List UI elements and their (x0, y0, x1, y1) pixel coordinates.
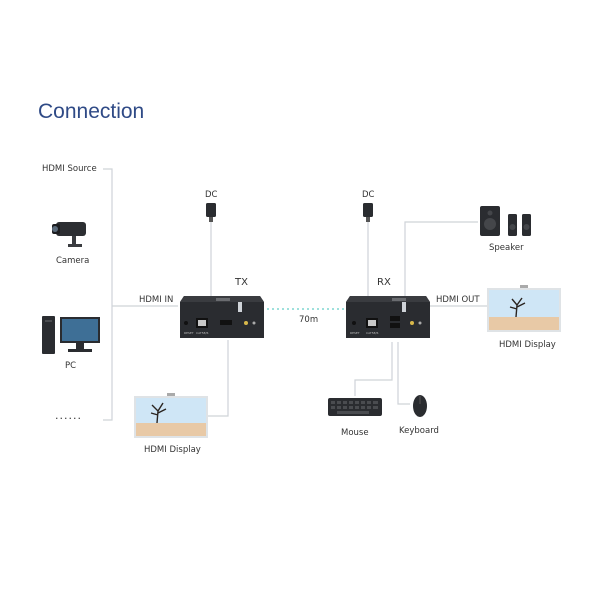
pc-icon (42, 316, 100, 354)
hdmi-source-label: HDMI Source (42, 164, 97, 174)
svg-text:CAT5E/6: CAT5E/6 (366, 331, 379, 335)
hdmi-display-left-label: HDMI Display (144, 445, 201, 455)
distance-label: 70m (299, 315, 319, 325)
dc-plug-icon (206, 203, 216, 222)
tx-label: TX (235, 277, 248, 288)
dc-rx-label: DC (362, 190, 375, 200)
speaker-label: Speaker (489, 243, 524, 253)
svg-text:RESET: RESET (350, 331, 360, 335)
camera-icon (52, 222, 86, 247)
hdmi-in-label: HDMI IN (139, 295, 174, 305)
page-title: Connection (38, 100, 145, 123)
rx-extender-device: RESET CAT5E/6 (346, 296, 430, 338)
dc-tx-label: DC (205, 190, 218, 200)
mouse-label: Mouse (341, 428, 369, 438)
svg-text:RESET: RESET (184, 331, 194, 335)
hdmi-display-right-label: HDMI Display (499, 340, 556, 350)
speaker-icon (480, 206, 531, 236)
rx-label: RX (377, 277, 391, 288)
hdmi-out-label: HDMI OUT (436, 295, 480, 305)
camera-label: Camera (56, 256, 90, 266)
pc-label: PC (65, 361, 77, 371)
tx-extender-device: RESET CAT5E/6 (180, 296, 264, 338)
monitor-icon (487, 285, 561, 332)
dc-plug-icon (363, 203, 373, 222)
svg-text:CAT5E/6: CAT5E/6 (196, 331, 209, 335)
monitor-icon (134, 393, 208, 438)
more-sources-label: ...... (55, 409, 82, 422)
keyboard-icon (328, 398, 382, 416)
mouse-icon (413, 395, 427, 417)
keyboard-label: Keyboard (399, 426, 439, 436)
